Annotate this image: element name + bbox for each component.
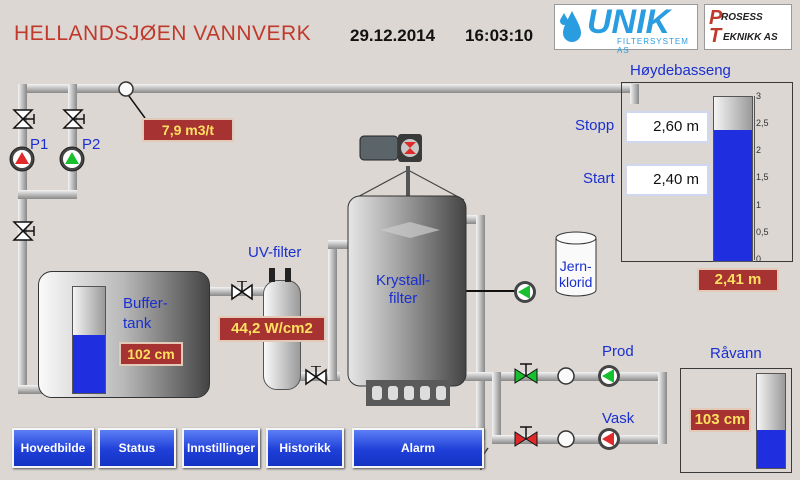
start-label: Start bbox=[583, 170, 615, 187]
prosess-teknikk-logo: P ROSESS T EKNIKK AS bbox=[704, 4, 792, 50]
ravann-level-fill bbox=[757, 430, 785, 468]
historikk-button[interactable]: Historikk bbox=[266, 428, 344, 468]
vask-label: Vask bbox=[602, 410, 635, 427]
valve-p2-icon[interactable] bbox=[60, 108, 86, 130]
krystall-filter-label: Krystall- filter bbox=[376, 272, 431, 307]
buffer-tank-label: Buffer- tank bbox=[123, 295, 168, 332]
buffer-level-bar bbox=[72, 286, 106, 394]
unik-logo-text: UNIK bbox=[587, 3, 671, 41]
ravann-level-value: 103 cm bbox=[689, 408, 751, 432]
hoydebasseng-label: Høydebasseng bbox=[630, 62, 731, 79]
hoydebasseng-level-value: 2,41 m bbox=[697, 268, 779, 292]
filter-motor-icon[interactable] bbox=[356, 130, 426, 164]
flow-meter-icon bbox=[118, 81, 134, 97]
alarm-button[interactable]: Alarm bbox=[352, 428, 484, 468]
ravann-label: Råvann bbox=[710, 345, 762, 362]
uv-intensity-value: 44,2 W/cm2 bbox=[218, 316, 326, 342]
page-title: HELLANDSJØEN VANNVERK bbox=[14, 22, 312, 45]
start-setpoint-input[interactable]: 2,40 m bbox=[625, 164, 709, 196]
buffer-level-fill bbox=[73, 334, 105, 393]
pump-p1-label: P1 bbox=[30, 136, 49, 153]
innstillinger-button[interactable]: Innstillinger bbox=[182, 428, 260, 468]
ravann-level-bar bbox=[756, 373, 786, 469]
hoydebasseng-level-bar bbox=[713, 96, 753, 262]
buffer-level-value: 102 cm bbox=[119, 342, 183, 366]
flow-meter-vask-icon bbox=[557, 430, 575, 448]
flow-value: 7,9 m3/t bbox=[142, 118, 234, 142]
pump-p2-icon[interactable] bbox=[58, 145, 86, 173]
hovedbilde-button[interactable]: Hovedbilde bbox=[12, 428, 94, 468]
krystall-filter-tank[interactable] bbox=[340, 130, 475, 410]
stopp-label: Stopp bbox=[575, 117, 615, 134]
flow-meter-prod-icon bbox=[557, 367, 575, 385]
jernklorid-tank[interactable] bbox=[553, 230, 599, 298]
valve-vask-icon[interactable] bbox=[513, 426, 541, 448]
pump-vask-icon[interactable] bbox=[596, 426, 622, 452]
pump-p1-icon[interactable] bbox=[8, 145, 36, 173]
unik-logo: UNIK FILTERSYSTEM AS bbox=[554, 3, 698, 55]
valve-filter-inlet-icon[interactable] bbox=[304, 366, 330, 388]
hoydebasseng-level-fill bbox=[714, 129, 752, 261]
date-display: 29.12.2014 bbox=[350, 26, 436, 45]
hoydebasseng-scale: 3 2,5 2 1,5 1 0,5 0 bbox=[756, 91, 769, 264]
unik-logo-subtext: FILTERSYSTEM AS bbox=[617, 37, 689, 55]
buffer-tank[interactable]: Buffer- tank 102 cm bbox=[38, 271, 210, 398]
uv-filter-label: UV-filter bbox=[248, 244, 302, 261]
valve-prod-icon[interactable] bbox=[513, 363, 541, 385]
stopp-setpoint-input[interactable]: 2,60 m bbox=[625, 111, 709, 143]
valve-p1-icon[interactable] bbox=[10, 108, 36, 130]
valve-uv-icon[interactable] bbox=[230, 281, 256, 303]
water-drop-icon bbox=[560, 11, 581, 42]
time-display: 16:03:10 bbox=[465, 26, 534, 45]
valve-main-icon[interactable] bbox=[10, 220, 36, 242]
pump-p2-label: P2 bbox=[82, 136, 101, 153]
prod-label: Prod bbox=[602, 343, 634, 360]
pump-chemical-icon[interactable] bbox=[512, 279, 538, 305]
jernklorid-label: Jern- klorid bbox=[559, 258, 593, 290]
status-button[interactable]: Status bbox=[98, 428, 176, 468]
hoydebasseng-panel bbox=[621, 82, 793, 262]
pump-prod-icon[interactable] bbox=[596, 363, 622, 389]
ravann-panel bbox=[680, 368, 792, 473]
